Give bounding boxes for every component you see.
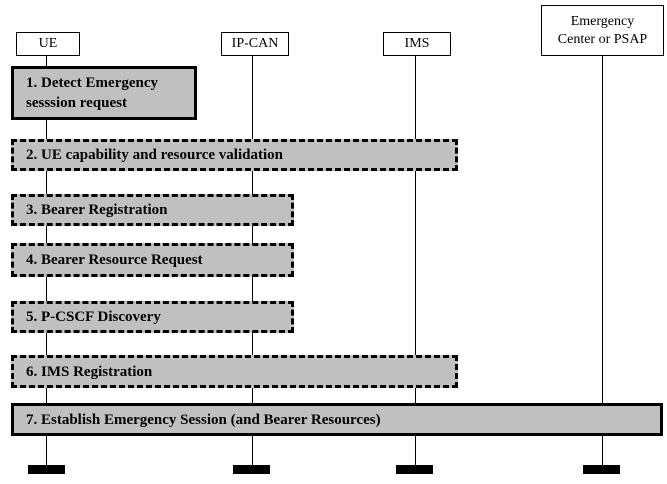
step-4-bearer-resource-request: 4. Bearer Resource Request — [11, 243, 294, 277]
step-6-ims-registration: 6. IMS Registration — [11, 355, 458, 388]
entity-ue: UE — [16, 32, 80, 56]
step-1-detect-emergency: 1. Detect Emergency sesssion request — [11, 66, 197, 120]
lifeline-ims — [415, 55, 416, 466]
step-2-label: 2. UE capability and resource validation — [26, 147, 283, 163]
step-5-pcscf-discovery: 5. P-CSCF Discovery — [11, 301, 294, 333]
step-1-label: 1. Detect Emergency sesssion request — [26, 75, 159, 111]
step-4-label: 4. Bearer Resource Request — [26, 252, 203, 268]
step-6-label: 6. IMS Registration — [26, 363, 153, 380]
lifeline-end-psap — [583, 465, 620, 474]
entity-ims: IMS — [383, 32, 451, 56]
entity-psap-label: Emergency Center or PSAP — [557, 13, 648, 47]
entity-ipcan: IP-CAN — [221, 32, 289, 56]
entity-ipcan-label: IP-CAN — [231, 36, 279, 51]
step-5-label: 5. P-CSCF Discovery — [26, 309, 161, 325]
step-3-label: 3. Bearer Registration — [26, 202, 168, 218]
step-7-label: 7. Establish Emergency Session (and Bear… — [26, 411, 381, 428]
lifeline-end-ims — [396, 465, 433, 474]
lifeline-end-ipcan — [233, 465, 270, 474]
lifeline-end-ue — [28, 465, 65, 474]
step-7-establish-emergency-session: 7. Establish Emergency Session (and Bear… — [11, 403, 663, 436]
entity-ims-label: IMS — [404, 36, 430, 51]
entity-psap: Emergency Center or PSAP — [541, 5, 664, 56]
step-3-bearer-registration: 3. Bearer Registration — [11, 194, 294, 226]
lifeline-psap — [602, 55, 603, 466]
step-2-ue-capability: 2. UE capability and resource validation — [11, 139, 458, 171]
entity-ue-label: UE — [38, 36, 58, 51]
